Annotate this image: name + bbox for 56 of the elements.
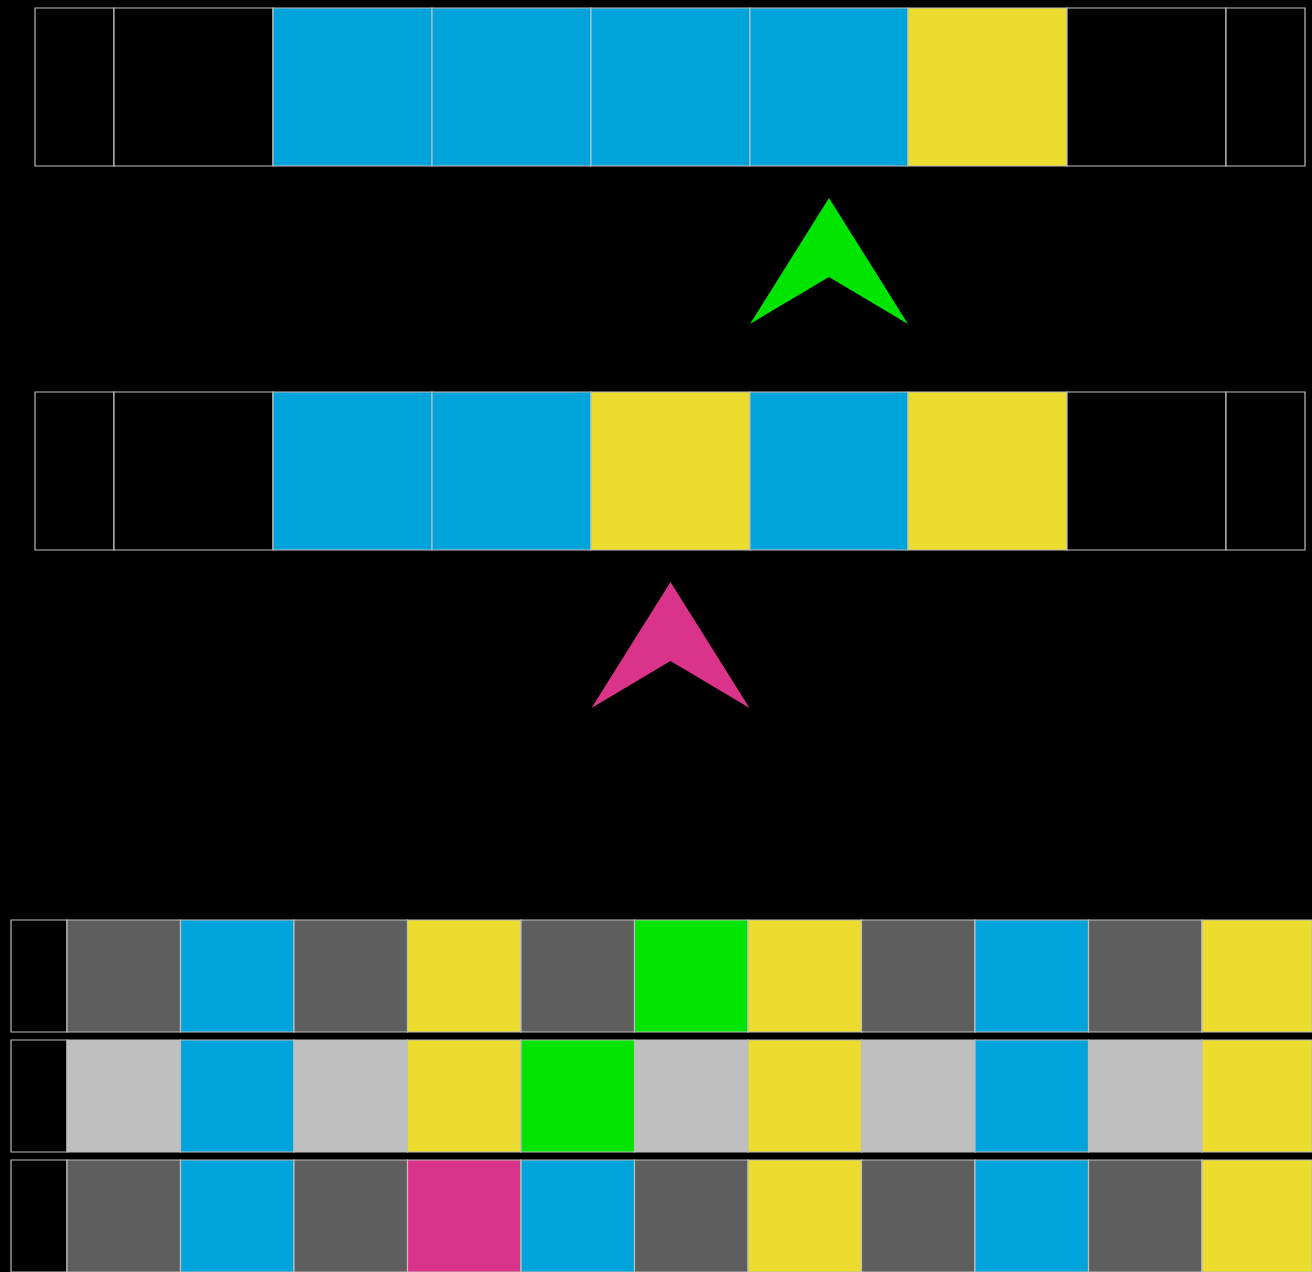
- cell: [293, 1039, 409, 1153]
- cell: [1225, 7, 1306, 167]
- cell: [293, 1159, 409, 1272]
- cell: [406, 919, 522, 1033]
- cell: [749, 7, 909, 167]
- cell: [10, 1159, 68, 1272]
- cell: [633, 919, 749, 1033]
- cell: [974, 1039, 1090, 1153]
- cell: [293, 919, 409, 1033]
- cell: [860, 1159, 976, 1272]
- cell: [179, 1039, 295, 1153]
- cell: [749, 391, 909, 551]
- cell: [1201, 1159, 1312, 1272]
- cell: [1087, 1159, 1203, 1272]
- cell: [747, 919, 863, 1033]
- cell: [1087, 919, 1203, 1033]
- cell: [1201, 919, 1312, 1033]
- cell: [590, 391, 751, 551]
- cell: [520, 919, 636, 1033]
- cell: [860, 919, 976, 1033]
- cell: [1225, 391, 1306, 551]
- cell: [974, 1159, 1090, 1272]
- cell: [34, 7, 115, 167]
- cell: [520, 1039, 636, 1153]
- cell: [747, 1159, 863, 1272]
- cell: [907, 7, 1068, 167]
- chevron-arrow: [750, 198, 908, 324]
- cell: [590, 7, 751, 167]
- cell: [633, 1039, 749, 1153]
- cell: [179, 919, 295, 1033]
- cell: [1087, 1039, 1203, 1153]
- chevron-arrow: [591, 582, 750, 708]
- cell: [272, 7, 433, 167]
- cell: [272, 391, 433, 551]
- cell: [974, 919, 1090, 1033]
- cell: [179, 1159, 295, 1272]
- cell: [113, 7, 274, 167]
- cell: [1066, 391, 1227, 551]
- cell: [431, 7, 592, 167]
- cell: [520, 1159, 636, 1272]
- cell: [34, 391, 115, 551]
- cell: [907, 391, 1068, 551]
- cell: [406, 1159, 522, 1272]
- cell: [66, 919, 182, 1033]
- cell: [1201, 1039, 1312, 1153]
- cell: [747, 1039, 863, 1153]
- cell: [113, 391, 274, 551]
- cell: [406, 1039, 522, 1153]
- cell: [10, 919, 68, 1033]
- cell: [66, 1039, 182, 1153]
- cell: [431, 391, 592, 551]
- cell: [66, 1159, 182, 1272]
- cell: [860, 1039, 976, 1153]
- cell: [1066, 7, 1227, 167]
- cell: [10, 1039, 68, 1153]
- cell: [633, 1159, 749, 1272]
